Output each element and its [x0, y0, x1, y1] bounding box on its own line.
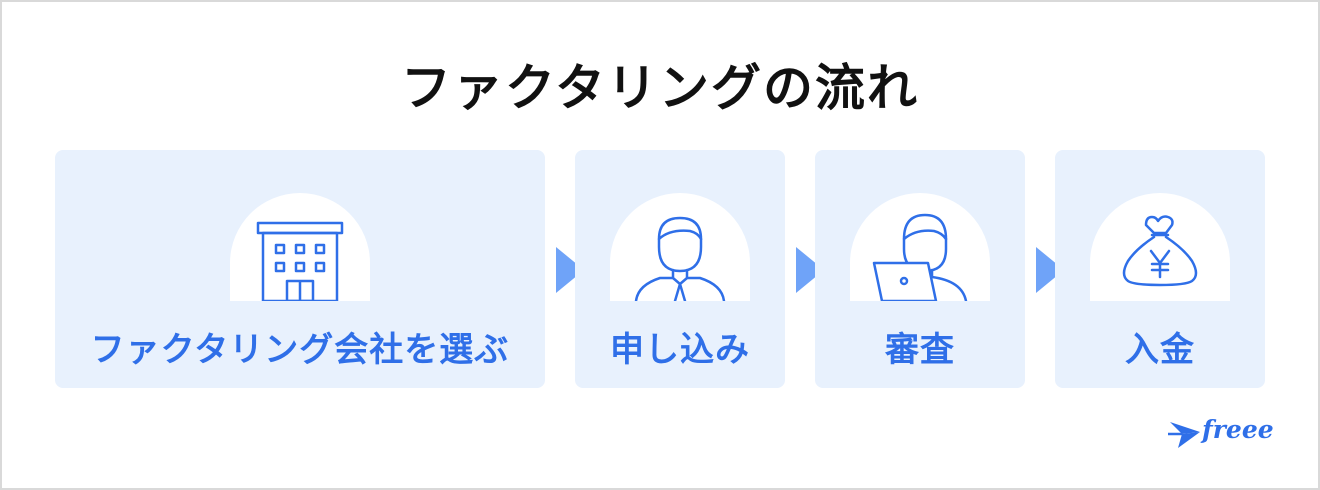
icon-circle [850, 193, 990, 301]
step-label: 入金 [1125, 330, 1195, 370]
bird-logo-icon [1168, 422, 1200, 448]
step-payment: 入金 [1055, 150, 1265, 388]
step-label: ファクタリング会社を選ぶ [90, 330, 510, 370]
person-applicant-icon [634, 216, 726, 301]
step-application: 申し込み [575, 150, 785, 388]
logo-text: freee [1202, 415, 1274, 444]
step-label: 申し込み [610, 330, 750, 370]
step-select-factoring-company: ファクタリング会社を選ぶ [55, 150, 545, 388]
person-laptop-reviewer-icon [872, 213, 968, 301]
office-building-icon [256, 221, 344, 301]
diagram-title: ファクタリングの流れ [401, 59, 919, 117]
icon-circle [1090, 193, 1230, 301]
step-label: 審査 [885, 330, 955, 370]
step-review: 審査 [815, 150, 1025, 388]
arrow-right-icon [1036, 247, 1064, 293]
arrow-right-icon [796, 247, 824, 293]
icon-circle [230, 193, 370, 301]
yen-money-bag-icon [1122, 215, 1198, 287]
arrow-right-icon [556, 247, 584, 293]
icon-circle [610, 193, 750, 301]
freee-logo: freee [1168, 415, 1274, 454]
